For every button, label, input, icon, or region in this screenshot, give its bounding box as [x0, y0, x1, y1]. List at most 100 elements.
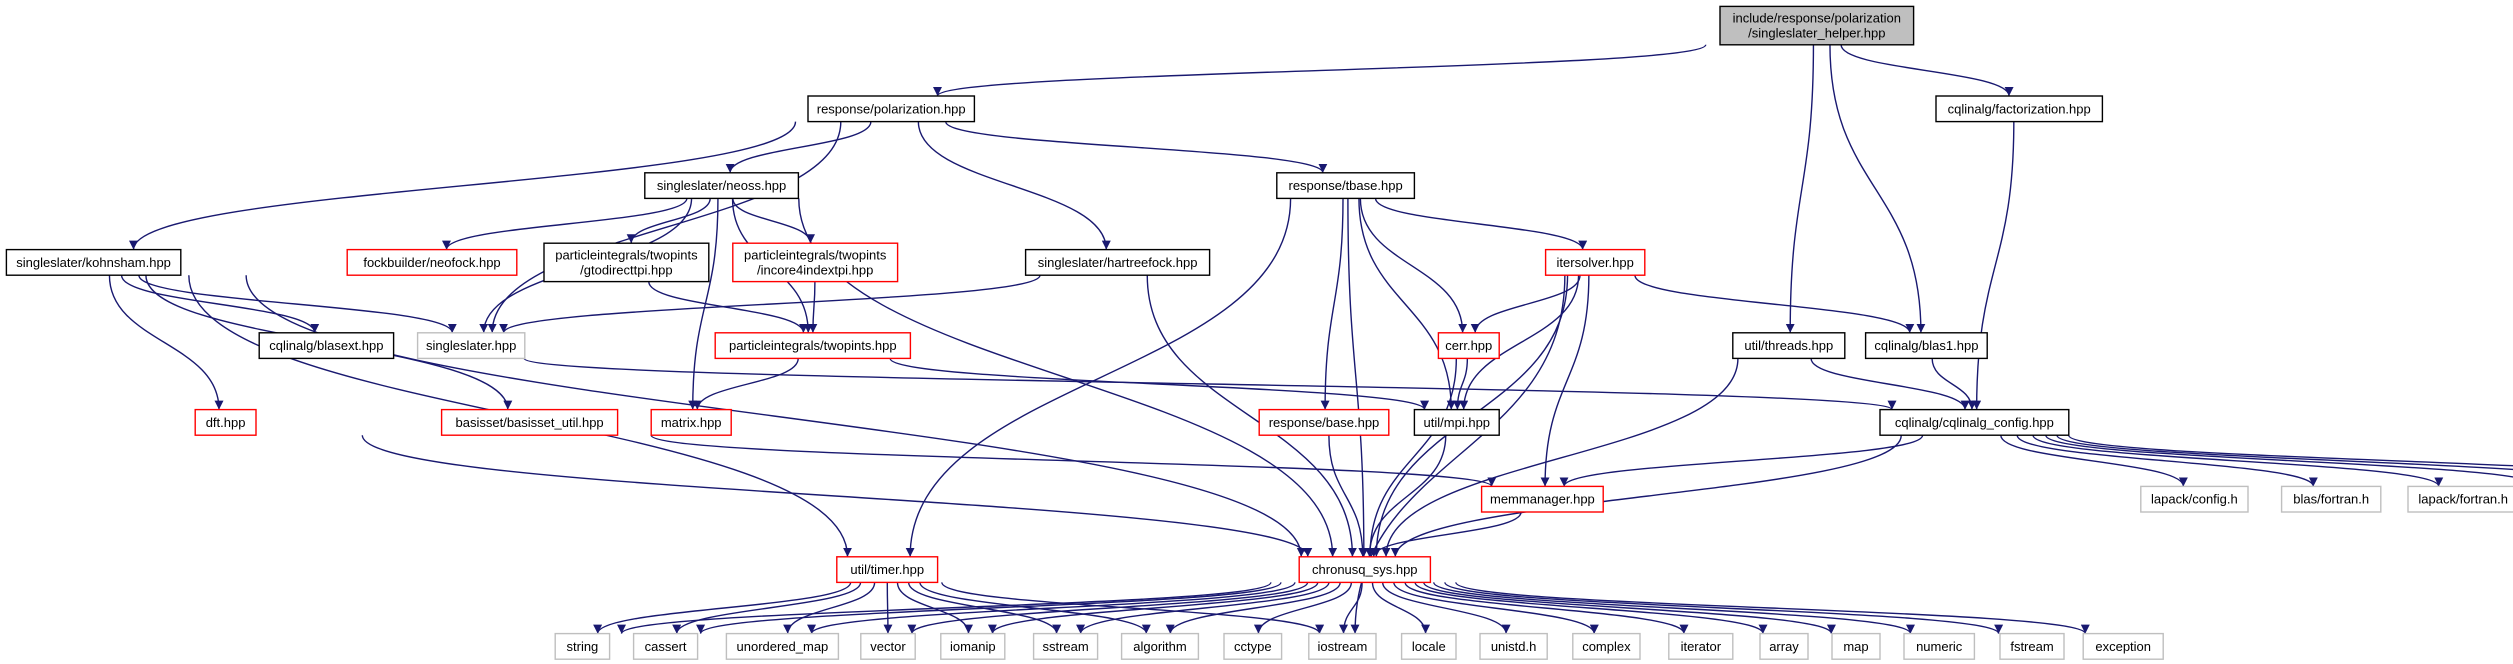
node-root[interactable]: include/response/polarization/singleslat…	[1719, 5, 1915, 46]
node-label: response/tbase.hpp	[1288, 178, 1402, 193]
edge-itersolver-to-memmanager	[1540, 275, 1590, 487]
node-label: /singleslater_helper.hpp	[1748, 26, 1885, 41]
node-algorithm: algorithm	[1120, 632, 1200, 660]
node-complex: complex	[1572, 632, 1641, 660]
node-box-iostream	[1308, 632, 1377, 660]
node-gtodirect[interactable]: particleintegrals/twopints/gtodirecttpi.…	[543, 242, 710, 283]
node-singleslater: singleslater.hpp	[416, 332, 526, 360]
node-box-blas_fortran	[2280, 485, 2382, 513]
node-label: cqlinalg/factorization.hpp	[1948, 101, 2091, 116]
edge-polarization-to-hartreefock	[917, 121, 1111, 250]
node-factorization[interactable]: cqlinalg/factorization.hpp	[1935, 95, 2104, 123]
node-box-chronusq_sys	[1298, 556, 1432, 584]
edge-chronusq_sys-to-string	[617, 581, 1272, 635]
node-box-blasext	[258, 332, 395, 360]
node-timer[interactable]: util/timer.hpp	[836, 556, 939, 584]
node-box-incore4	[732, 242, 899, 283]
node-box-cctype	[1223, 632, 1283, 660]
node-box-unistd	[1479, 632, 1548, 660]
node-twopints[interactable]: particleintegrals/twopints.hpp	[714, 332, 912, 360]
edge-itersolver-to-blas1	[1634, 274, 1915, 334]
node-incore4[interactable]: particleintegrals/twopints/incore4indext…	[732, 242, 899, 283]
node-neofock[interactable]: fockbuilder/neofock.hpp	[346, 248, 518, 276]
edge-cqlinalg_config-to-blas_fortran	[2016, 434, 2318, 487]
node-label: vector	[870, 639, 906, 654]
edge-dft-to-chronusq_sys	[361, 435, 1313, 557]
node-map: map	[1831, 632, 1881, 660]
node-exception: exception	[2082, 632, 2164, 660]
node-dft[interactable]: dft.hpp	[194, 408, 257, 436]
node-iterator: iterator	[1668, 632, 1734, 660]
edge-response_base-to-chronusq_sys	[1328, 435, 1368, 557]
node-label: fockbuilder/neofock.hpp	[363, 255, 500, 270]
node-cerr[interactable]: cerr.hpp	[1437, 332, 1500, 360]
node-box-basisset_util	[440, 408, 619, 436]
node-hartreefock[interactable]: singleslater/hartreefock.hpp	[1024, 248, 1211, 276]
edge-itersolver-to-cerr	[1470, 275, 1581, 333]
file-nodes: include/response/polarization/singleslat…	[5, 5, 2513, 660]
node-label: unordered_map	[737, 639, 829, 654]
edge-memmanager-to-chronusq_sys	[1369, 511, 1522, 558]
node-tbase[interactable]: response/tbase.hpp	[1276, 172, 1416, 200]
node-chronusq_sys[interactable]: chronusq_sys.hpp	[1298, 556, 1432, 584]
node-label: response/polarization.hpp	[817, 101, 966, 116]
node-box-factorization	[1935, 95, 2104, 123]
node-blas1[interactable]: cqlinalg/blas1.hpp	[1864, 332, 1988, 360]
edge-cerr-to-chronusq_sys	[1365, 358, 1458, 557]
node-label: iterator	[1681, 639, 1722, 654]
node-blasext[interactable]: cqlinalg/blasext.hpp	[258, 332, 395, 360]
edge-tbase-to-itersolver	[1374, 198, 1588, 250]
node-basisset_util[interactable]: basisset/basisset_util.hpp	[440, 408, 619, 436]
node-label: singleslater.hpp	[426, 338, 516, 353]
node-kohnsham[interactable]: singleslater/kohnsham.hpp	[5, 248, 182, 276]
node-label: locale	[1412, 639, 1446, 654]
edge-kohnsham-to-singleslater	[138, 274, 457, 334]
node-label: lapack/config.h	[2151, 492, 2238, 507]
node-label: /incore4indextpi.hpp	[757, 262, 873, 277]
node-memmanager[interactable]: memmanager.hpp	[1480, 485, 1604, 513]
edge-chronusq_sys-to-iterator	[1404, 582, 1689, 634]
edge-incore4-to-twopints	[808, 281, 818, 333]
node-label: util/mpi.hpp	[1424, 415, 1490, 430]
edge-root-to-blas1	[1829, 44, 1926, 333]
node-label: iostream	[1317, 639, 1367, 654]
node-response_base[interactable]: response/base.hpp	[1258, 408, 1390, 436]
node-box-locale	[1400, 632, 1457, 660]
node-label: response/base.hpp	[1269, 415, 1380, 430]
edge-chronusq_sys-to-unistd	[1381, 582, 1511, 634]
node-lapack_fortran: lapack/fortran.h	[2407, 485, 2513, 513]
node-iomanip: iomanip	[940, 632, 1006, 660]
node-blas_fortran: blas/fortran.h	[2280, 485, 2382, 513]
node-box-hartreefock	[1024, 248, 1211, 276]
node-box-string	[554, 632, 611, 660]
node-box-cerr	[1437, 332, 1500, 360]
node-itersolver[interactable]: itersolver.hpp	[1544, 248, 1646, 276]
edge-twopints-to-mpi	[889, 357, 1429, 411]
node-label: singleslater/neoss.hpp	[657, 178, 786, 193]
edge-chronusq_sys-to-vector	[907, 582, 1309, 634]
node-label: particleintegrals/twopints.hpp	[729, 338, 897, 353]
edge-threads-to-chronusq_sys	[1381, 358, 1739, 557]
edge-mpi-to-chronusq_sys	[1364, 435, 1447, 557]
edge-cqlinalg_config-to-blas_hh	[2045, 434, 2513, 478]
node-label: basisset/basisset_util.hpp	[456, 415, 604, 430]
node-label: iomanip	[950, 639, 996, 654]
node-box-array	[1759, 632, 1809, 660]
edge-cqlinalg_config-to-lapack_fortran	[2032, 434, 2444, 487]
node-box-lapack_fortran	[2407, 485, 2513, 513]
node-cassert: cassert	[632, 632, 699, 660]
node-cqlinalg_config[interactable]: cqlinalg/cqlinalg_config.hpp	[1879, 408, 2070, 436]
node-threads[interactable]: util/threads.hpp	[1732, 332, 1846, 360]
node-box-complex	[1572, 632, 1641, 660]
node-box-mpi	[1413, 408, 1500, 436]
node-mpi[interactable]: util/mpi.hpp	[1413, 408, 1500, 436]
node-box-singleslater	[416, 332, 526, 360]
edge-polarization-to-singleslater	[487, 121, 842, 333]
node-unordered_map: unordered_map	[725, 632, 840, 660]
node-polarization[interactable]: response/polarization.hpp	[807, 95, 976, 123]
node-neoss[interactable]: singleslater/neoss.hpp	[644, 172, 800, 200]
edge-timer-to-vector	[883, 582, 893, 634]
edge-twopints-to-matrix	[692, 358, 799, 410]
node-matrix[interactable]: matrix.hpp	[650, 408, 732, 436]
edge-tbase-to-mpi	[1358, 198, 1456, 410]
